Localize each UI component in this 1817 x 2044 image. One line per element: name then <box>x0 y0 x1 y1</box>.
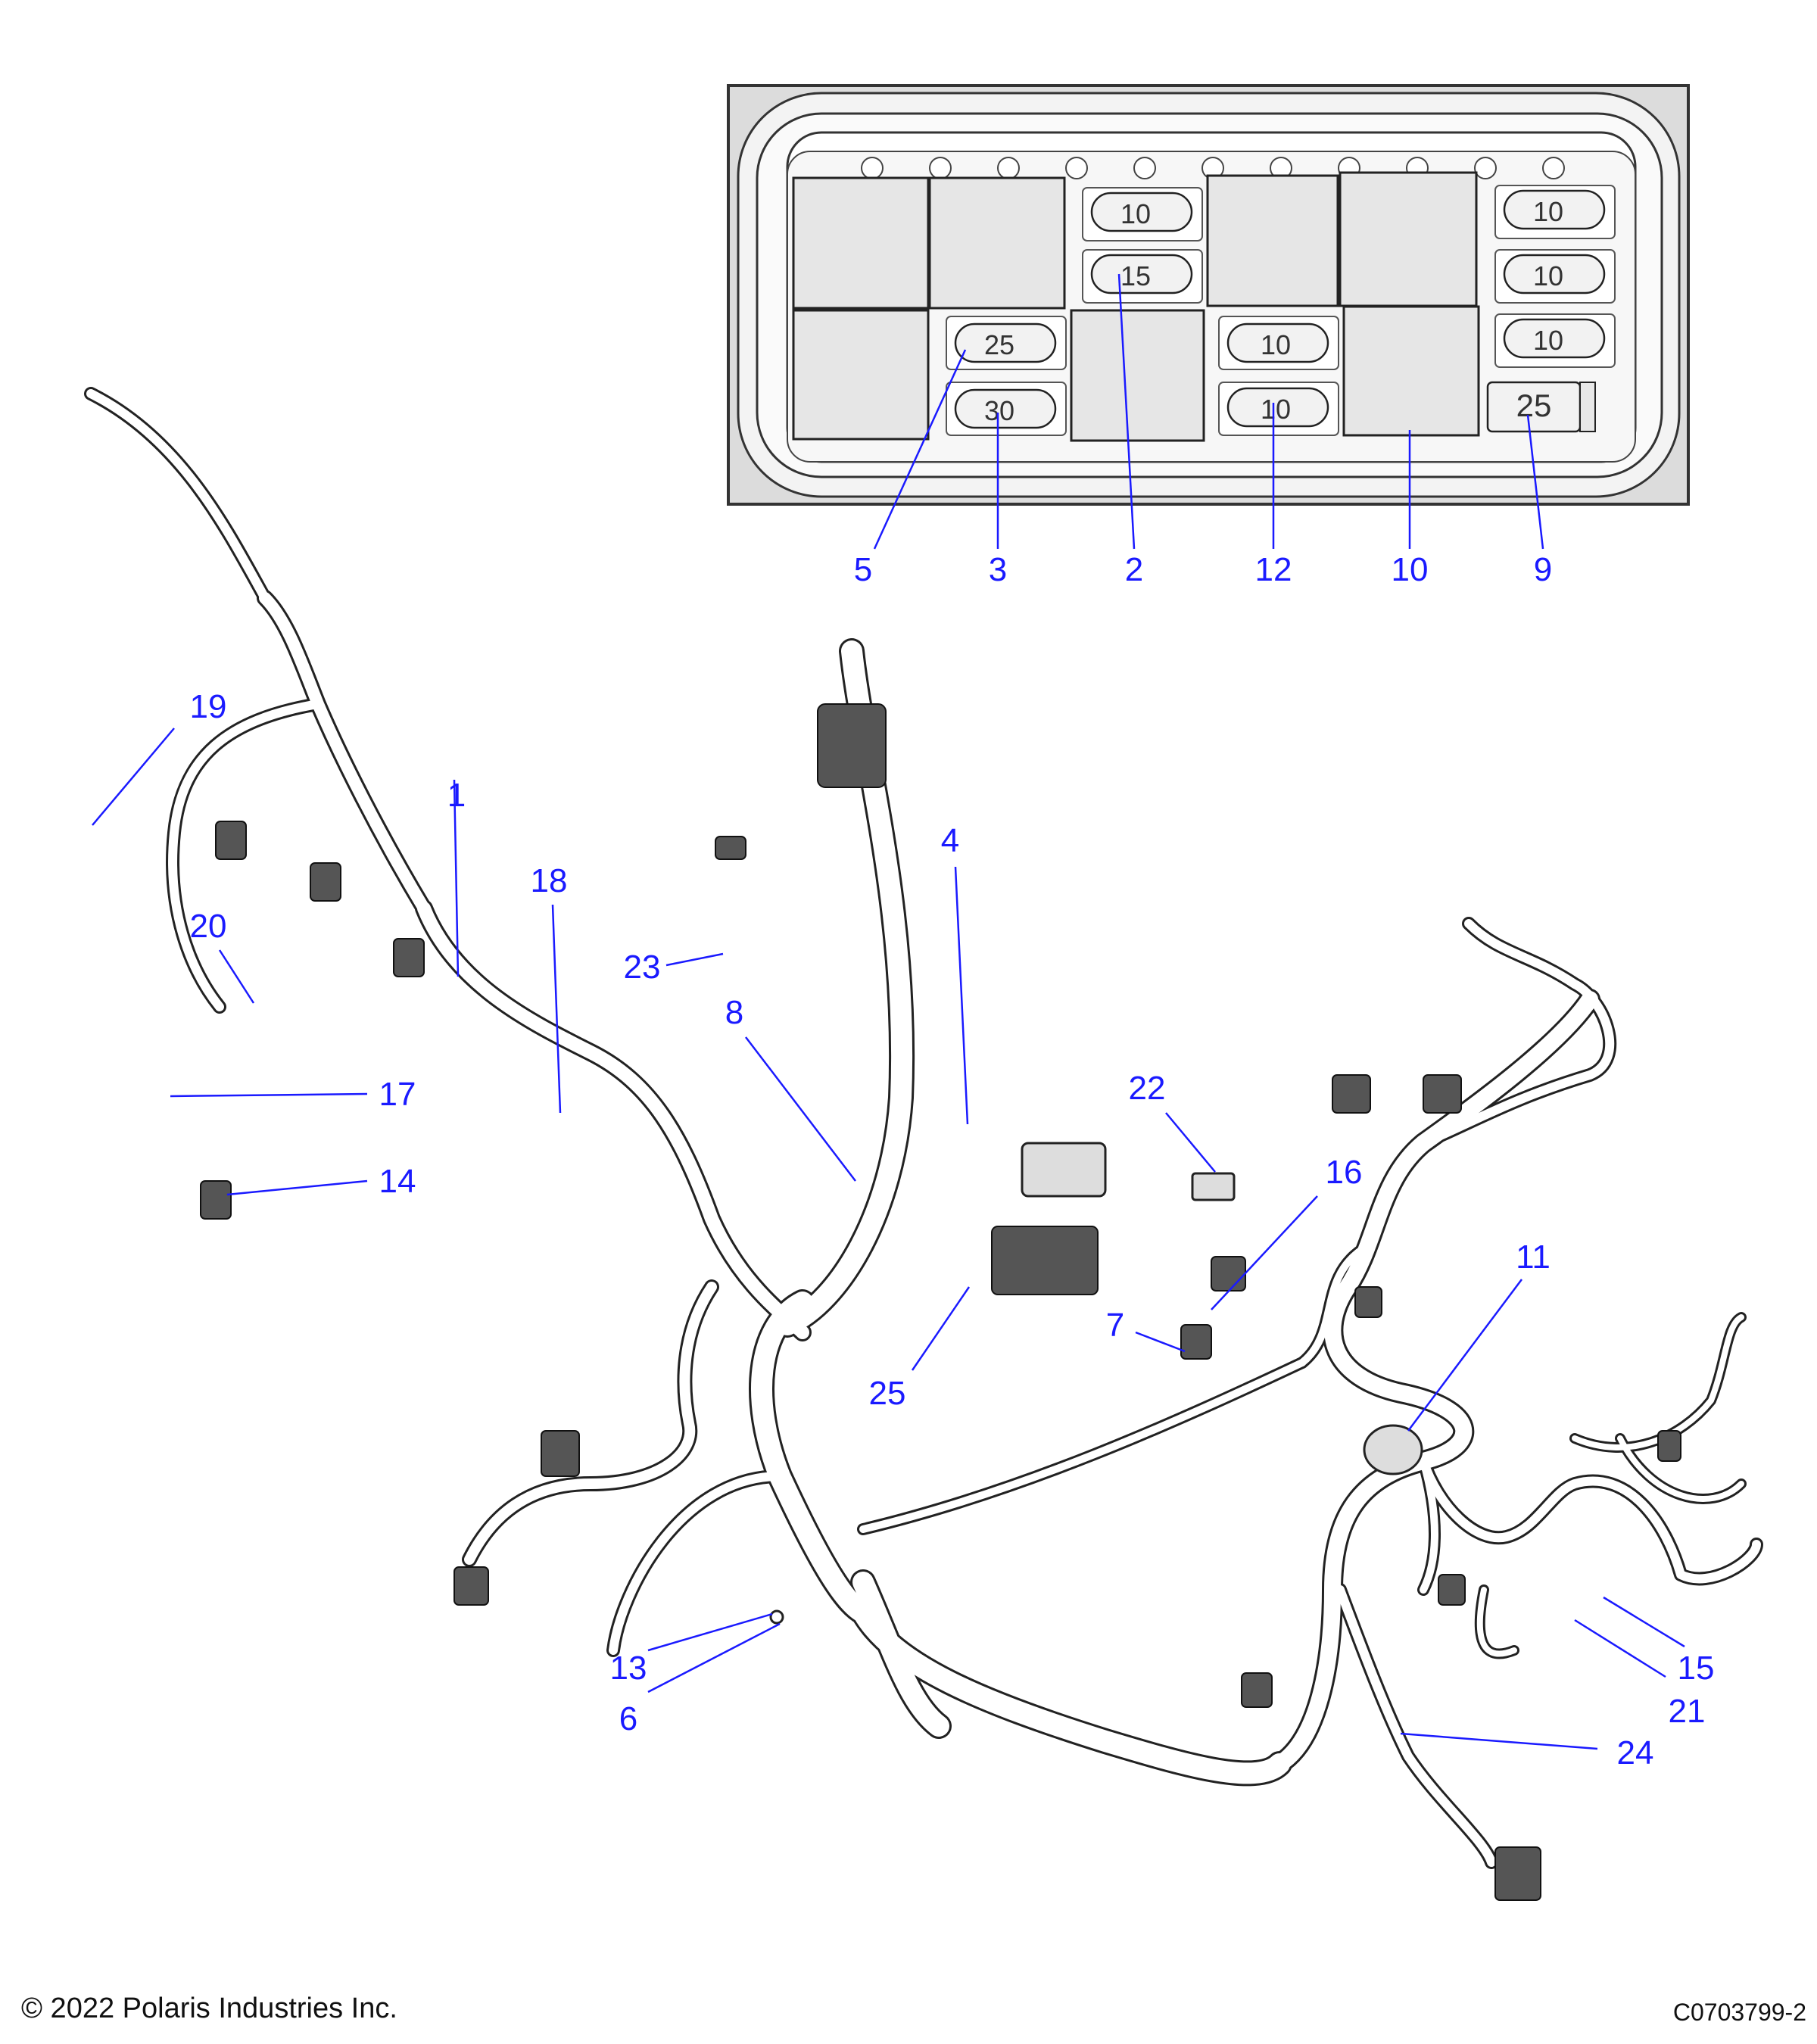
callout-19: 19 <box>190 688 227 725</box>
callout-25: 25 <box>869 1375 906 1412</box>
fuse-4 <box>1503 254 1606 294</box>
fuse-ratings: 10 15 10 10 10 25 30 10 10 25 <box>984 196 1563 426</box>
harness-outline <box>84 387 1763 1869</box>
callout-4: 4 <box>941 822 959 859</box>
ring-terminal <box>769 1609 784 1625</box>
callout-10: 10 <box>1392 551 1429 588</box>
relay <box>1206 174 1339 307</box>
fuse-rating: 10 <box>1533 260 1563 291</box>
callout-15: 15 <box>1678 1650 1715 1687</box>
relay <box>1070 309 1205 442</box>
connector <box>310 862 341 902</box>
fuse-rating: 25 <box>1516 388 1552 423</box>
fuse-box-leaders <box>873 273 1544 550</box>
connector <box>1241 1672 1273 1708</box>
relay <box>1339 171 1478 307</box>
fuse-rating: 10 <box>1533 196 1563 227</box>
fuse-rating: 25 <box>984 329 1014 360</box>
harness-leaders <box>92 728 1685 1750</box>
callout-7: 7 <box>1106 1307 1124 1344</box>
callout-20: 20 <box>190 908 227 945</box>
connector <box>1180 1324 1212 1360</box>
fuse-6 <box>954 322 1057 363</box>
callout-1: 1 <box>447 777 466 814</box>
callout-8: 8 <box>725 994 743 1031</box>
fuse-rating: 30 <box>984 395 1014 426</box>
callout-21: 21 <box>1669 1693 1706 1730</box>
connector <box>1657 1430 1681 1462</box>
fuse-rating: 10 <box>1120 198 1151 229</box>
connector <box>715 836 746 860</box>
fuse-10-tab <box>1579 382 1596 432</box>
connector <box>541 1430 580 1477</box>
relay <box>1342 305 1480 437</box>
fuse-rating: 15 <box>1120 260 1151 291</box>
relay <box>792 309 930 441</box>
drawing-code: C0703799-2 <box>1672 1999 1806 2026</box>
fuse-3 <box>1503 189 1606 230</box>
callout-labels: 5 3 2 12 10 9 19 1 18 20 23 17 14 8 4 22… <box>190 551 1715 1771</box>
connector <box>1494 1846 1541 1901</box>
relays <box>792 171 1480 442</box>
fuse-9 <box>1226 387 1329 428</box>
callout-5: 5 <box>854 551 872 588</box>
fuse-rating: 10 <box>1533 325 1563 356</box>
callout-13: 13 <box>610 1650 647 1687</box>
harness-fill <box>86 389 1761 1867</box>
fuse-8 <box>1226 322 1329 363</box>
connector <box>393 938 425 977</box>
callout-6: 6 <box>619 1700 637 1737</box>
fuses <box>954 189 1606 433</box>
fuse-box: 10 15 10 10 10 25 30 10 10 25 <box>727 84 1690 506</box>
callout-24: 24 <box>1617 1734 1654 1771</box>
fuse-rating: 10 <box>1261 329 1291 360</box>
callout-18: 18 <box>531 862 568 899</box>
connector <box>1354 1286 1382 1318</box>
main-connector <box>817 703 887 788</box>
fuse-2 <box>1090 254 1193 294</box>
ecu-connector <box>991 1226 1099 1295</box>
connector <box>1438 1574 1466 1606</box>
connector <box>200 1180 232 1220</box>
connector <box>1211 1256 1246 1292</box>
connector <box>453 1566 489 1606</box>
copyright-notice: © 2022 Polaris Industries Inc. <box>21 1993 397 2024</box>
fuse-5 <box>1503 318 1606 359</box>
connector <box>215 821 247 860</box>
connectors <box>200 703 1681 1901</box>
callout-12: 12 <box>1255 551 1292 588</box>
callout-9: 9 <box>1534 551 1552 588</box>
callout-23: 23 <box>624 949 661 986</box>
callout-11: 11 <box>1516 1239 1551 1276</box>
connector <box>1423 1074 1462 1114</box>
fuse-1 <box>1090 192 1193 232</box>
fuse-rating: 10 <box>1261 394 1291 425</box>
relay <box>792 176 930 310</box>
connector <box>1332 1074 1371 1114</box>
wiring-harness <box>84 387 1763 1901</box>
callout-22: 22 <box>1129 1070 1166 1107</box>
callout-16: 16 <box>1326 1154 1363 1191</box>
module <box>1021 1142 1107 1198</box>
callout-3: 3 <box>989 551 1007 588</box>
module <box>1191 1172 1236 1201</box>
relay <box>928 176 1066 310</box>
callout-2: 2 <box>1125 551 1143 588</box>
callout-17: 17 <box>379 1076 416 1113</box>
grommet <box>1363 1424 1423 1475</box>
fuse-7 <box>954 388 1057 429</box>
callout-14: 14 <box>379 1163 416 1200</box>
